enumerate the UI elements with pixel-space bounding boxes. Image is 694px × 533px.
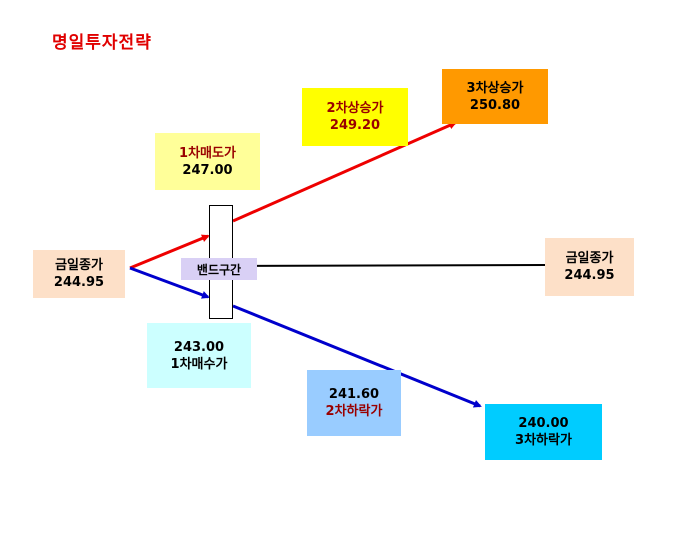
up-arrow-line [129, 234, 210, 270]
buy1-value: 243.00 [173, 339, 225, 355]
fall2-label: 2차하락가 [325, 404, 383, 419]
down-trend-line [232, 304, 482, 408]
strategy-title: 명일투자전략 [52, 33, 152, 53]
rise2-value: 249.20 [329, 118, 381, 133]
sell1-value: 247.00 [182, 162, 233, 178]
close-right-box: 금일종가 244.95 [545, 238, 634, 296]
buy1-label: 1차매수가 [170, 356, 228, 372]
fall2-box: 241.60 2차하락가 [307, 370, 401, 436]
band-range-label: 밴드구간 [181, 258, 257, 280]
sell1-label: 1차매도가 [179, 145, 236, 161]
down-arrow-line [129, 266, 210, 299]
rise3-label: 3차상승가 [466, 80, 524, 96]
fall3-box: 240.00 3차하락가 [485, 404, 602, 460]
fall3-value: 240.00 [518, 416, 569, 431]
rise3-value: 250.80 [469, 97, 521, 113]
fall2-value: 241.60 [328, 387, 380, 402]
close-right-value: 244.95 [564, 268, 615, 283]
close-left-box: 금일종가 244.95 [33, 250, 125, 298]
buy1-box: 243.00 1차매수가 [147, 323, 251, 388]
close-left-value: 244.95 [53, 275, 105, 290]
close-right-label: 금일종가 [565, 251, 614, 266]
close-left-label: 금일종가 [55, 258, 103, 273]
fall3-label: 3차하락가 [515, 433, 572, 448]
rise3-box: 3차상승가 250.80 [442, 69, 548, 124]
rise2-label: 2차상승가 [326, 101, 384, 116]
up-trend-line [232, 121, 457, 223]
flat-close-line [232, 264, 546, 267]
rise2-box: 2차상승가 249.20 [302, 88, 408, 146]
sell1-box: 1차매도가 247.00 [155, 133, 260, 190]
